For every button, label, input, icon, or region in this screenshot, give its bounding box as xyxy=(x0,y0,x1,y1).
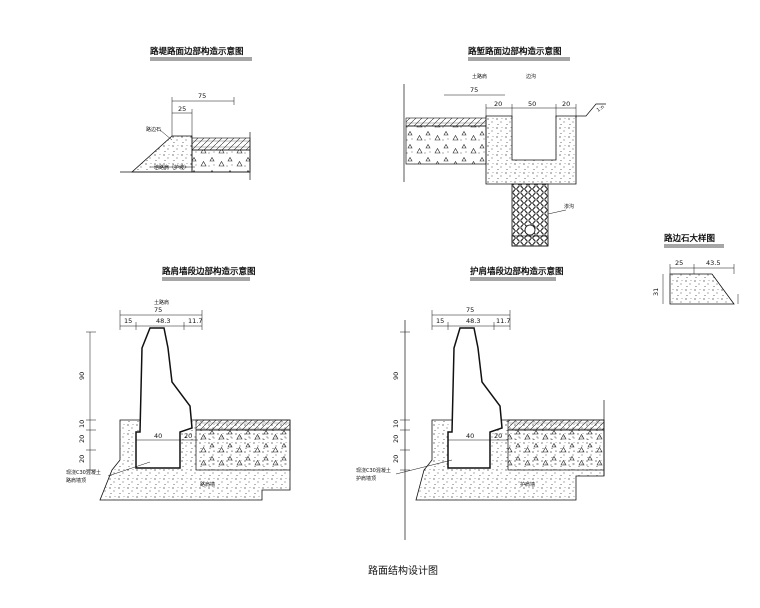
wall-right-dim-w1: 40 xyxy=(466,432,474,440)
wall-right-surface-layer xyxy=(507,419,605,431)
embankment-title: 路堤路面边部构造示意图 xyxy=(150,46,244,57)
cut-surface-layer xyxy=(405,117,487,127)
wall-left-title: 路肩墙段边部构造示意图 xyxy=(162,266,256,277)
emb-base-layer xyxy=(191,149,251,173)
wall-right-dim-h3: 20 xyxy=(392,435,400,443)
cut-slope-label: 1:n xyxy=(596,104,606,114)
wall-right-title: 护肩墙段边部构造示意图 xyxy=(470,266,564,277)
emb-surface-layer xyxy=(191,137,251,151)
wall-left-shoulder-label: 土路肩 xyxy=(154,299,169,306)
wall-right-concrete-line1: 现浇C30混凝土 xyxy=(356,467,391,474)
wall-left-guard xyxy=(135,327,193,469)
cut-dim-b: 50 xyxy=(528,100,536,108)
cut-dim-c: 20 xyxy=(562,100,570,108)
curb-dim-top-right: 43.5 xyxy=(706,259,720,267)
wall-right-wall-label: 护肩墙 xyxy=(520,481,535,488)
curb-detail-title: 路边石大样图 xyxy=(664,233,715,244)
cut-ditch xyxy=(485,115,577,185)
wall-left-dim-h3: 20 xyxy=(78,435,86,443)
wall-left-concrete-line2: 路肩墙顶 xyxy=(66,477,86,484)
wall-left-dim-d1: 15 xyxy=(124,317,132,325)
wall-left-concrete-line1: 现浇C30混凝土 xyxy=(66,469,101,476)
wall-right-base-layer xyxy=(507,429,605,471)
cut-drain-label: 渗沟 xyxy=(564,203,574,210)
wall-left-surface-layer xyxy=(195,419,291,431)
wall-left-dim-w1: 40 xyxy=(154,432,162,440)
wall-left-dim-h1: 90 xyxy=(78,372,86,380)
wall-right-concrete-line2: 护肩墙顶 xyxy=(356,475,376,482)
wall-left-dim-h2: 10 xyxy=(78,420,86,428)
panel-cutting: 路堑路面边部构造示意图 土路肩 边沟 75 20 50 20 1:n 渗沟 xyxy=(403,46,606,247)
cut-ditch-label: 边沟 xyxy=(526,73,536,80)
wall-left-dim-total: 75 xyxy=(154,306,162,314)
cut-drain xyxy=(511,183,549,247)
panel-wall-left: 路肩墙段边部构造示意图 土路肩 75 15 48.3 11.7 90 10 20… xyxy=(66,266,291,501)
wall-right-dim-total: 75 xyxy=(466,306,474,314)
curb-detail-shape xyxy=(669,273,735,305)
wall-right-dim-d1: 15 xyxy=(436,317,444,325)
panel-wall-right: 护肩墙段边部构造示意图 75 15 48.3 11.7 90 10 20 20 … xyxy=(356,266,605,540)
cut-shoulder-label: 土路肩 xyxy=(472,73,487,80)
wall-right-guard xyxy=(447,327,503,469)
panel-curb-detail: 路边石大样图 25 43.5 31 xyxy=(652,233,739,305)
curb-dim-height: 31 xyxy=(652,288,660,296)
emb-dim-total: 75 xyxy=(198,92,206,100)
wall-right-dim-h4: 20 xyxy=(392,455,400,463)
emb-dim-left: 25 xyxy=(178,105,186,113)
wall-left-dim-d2: 48.3 xyxy=(156,317,170,325)
wall-right-dim-w2: 20 xyxy=(494,432,502,440)
wall-right-dim-d3: 11.7 xyxy=(496,317,510,325)
wall-right-dim-d2: 48.3 xyxy=(466,317,480,325)
main-title: 路面结构设计图 xyxy=(368,564,438,577)
wall-left-base-layer xyxy=(195,429,291,471)
wall-left-dim-d3: 11.7 xyxy=(188,317,202,325)
emb-curb-label: 路边石 xyxy=(146,126,161,133)
wall-left-wall-label: 路肩墙 xyxy=(200,481,215,488)
panel-embankment: 路堤路面边部构造示意图 75 25 路边石 培路肩（护坡） xyxy=(120,46,252,180)
curb-dim-top-left: 25 xyxy=(675,259,683,267)
cut-dim-total: 75 xyxy=(470,86,478,94)
emb-soil-label: 培路肩（护坡） xyxy=(154,164,189,171)
cutting-title: 路堑路面边部构造示意图 xyxy=(468,46,562,57)
cut-dim-a: 20 xyxy=(494,100,502,108)
wall-left-dim-w2: 20 xyxy=(184,432,192,440)
wall-right-dim-h1: 90 xyxy=(392,372,400,380)
wall-right-dim-h2: 10 xyxy=(392,420,400,428)
cut-base-layer xyxy=(405,125,487,165)
wall-left-dim-h4: 20 xyxy=(78,455,86,463)
